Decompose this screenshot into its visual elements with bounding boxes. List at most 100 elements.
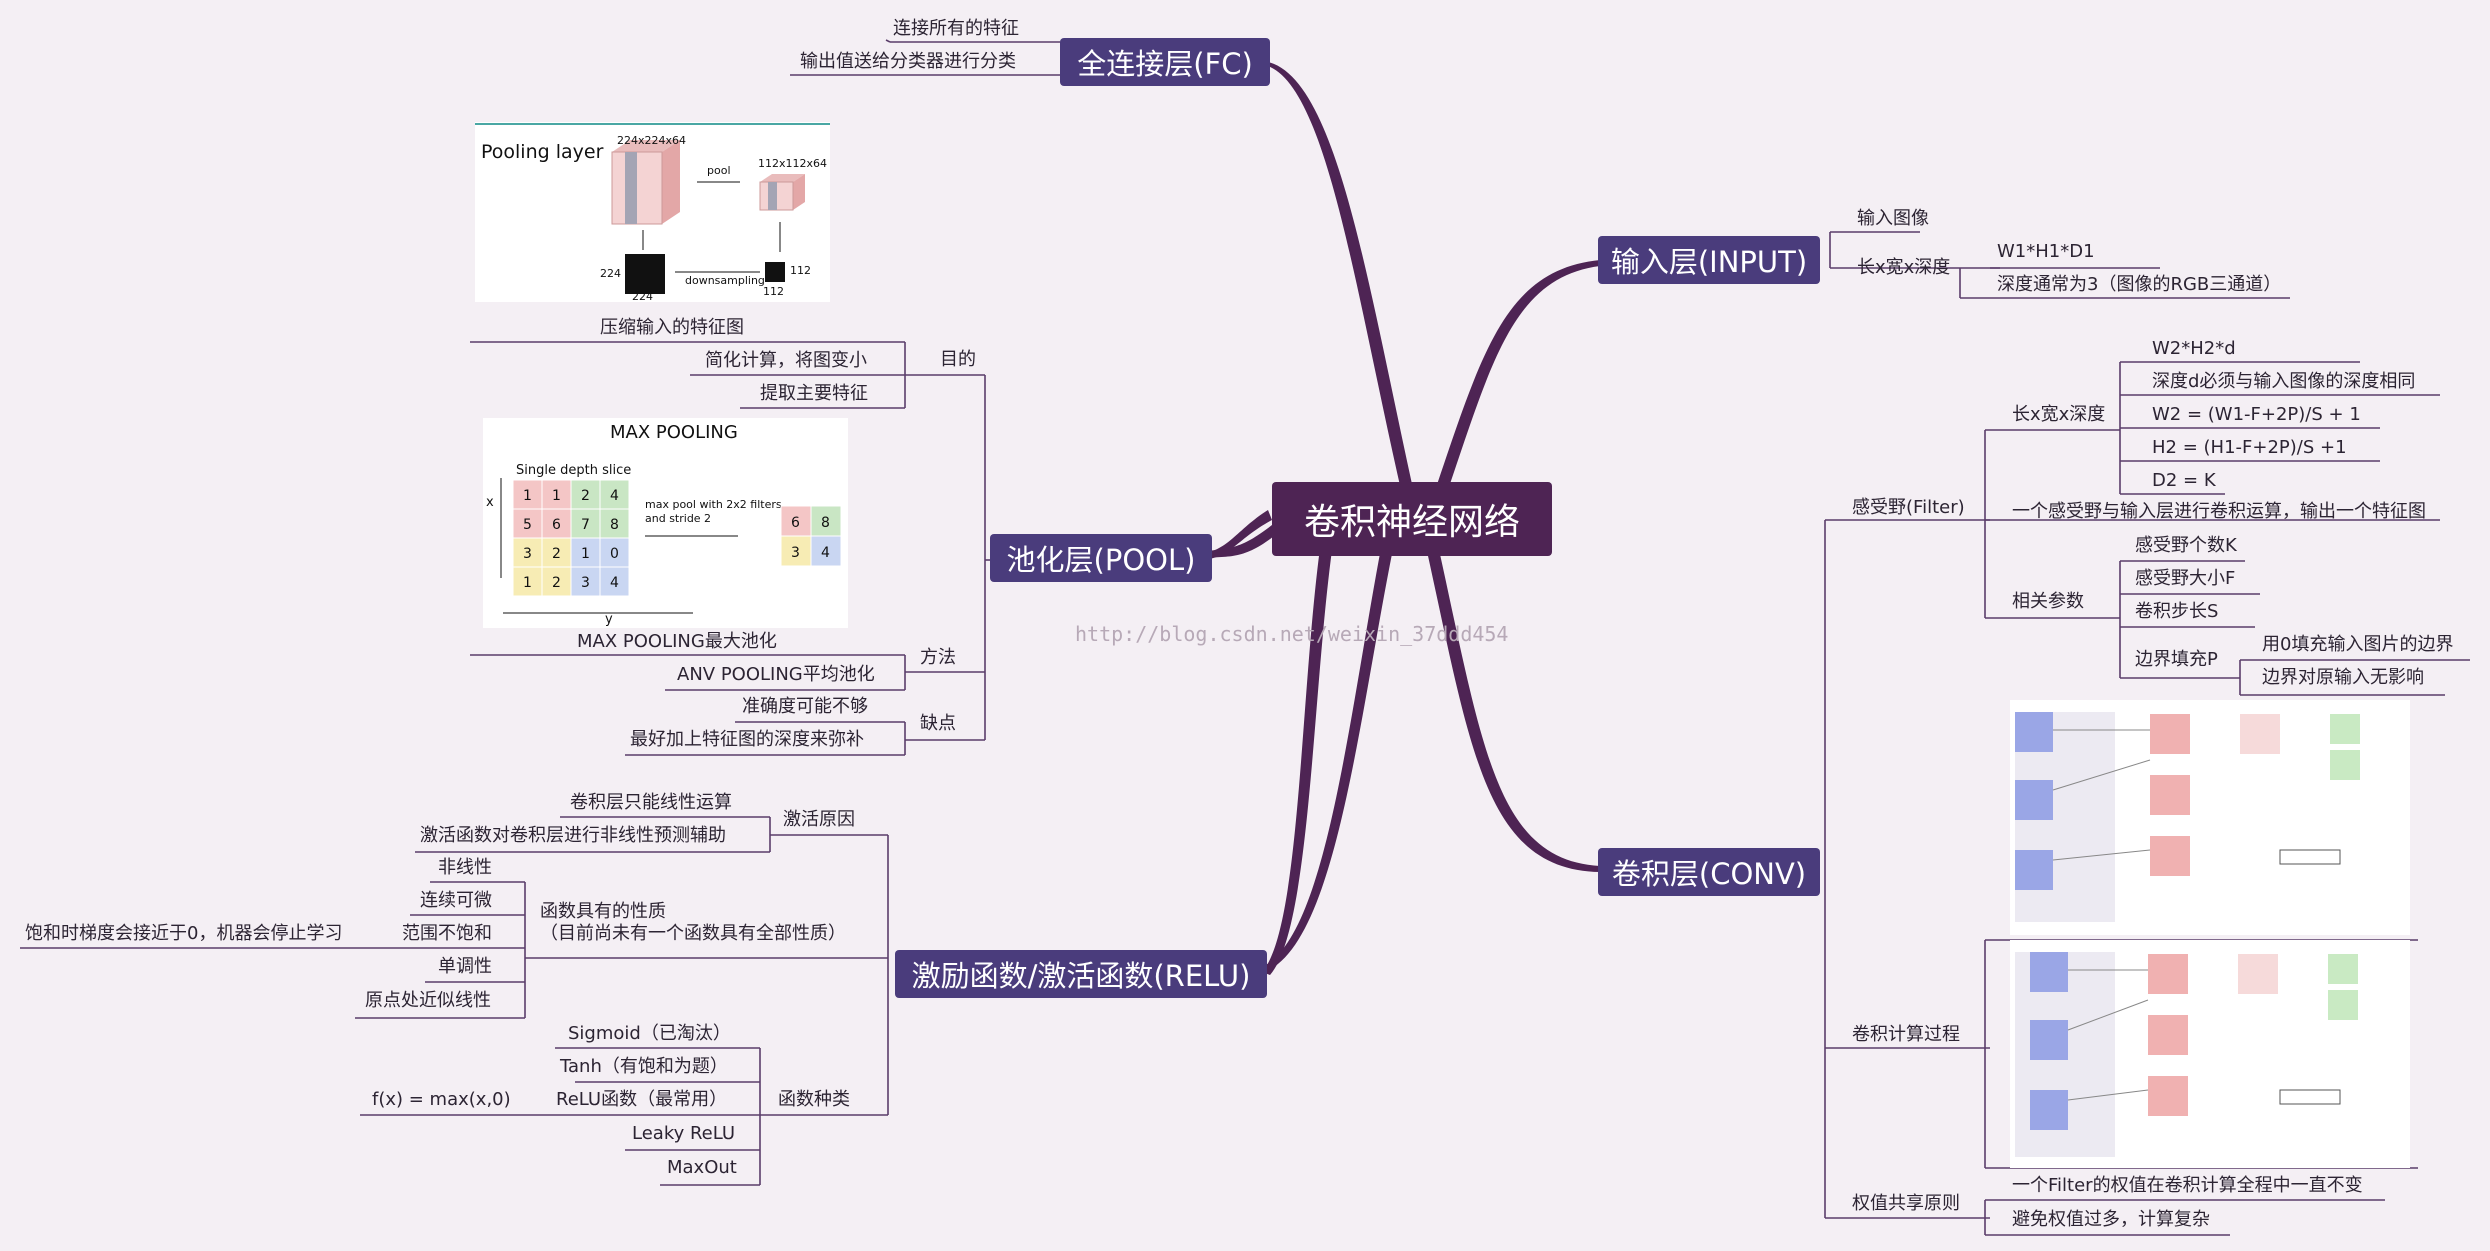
conv-params-item[interactable]: 感受野个数K [2135, 535, 2237, 556]
pooling-layer-graphic: Pooling layer 224x224x64 pool 112x112x64… [475, 123, 830, 303]
input-node[interactable]: 输入层(INPUT) [1598, 236, 1820, 284]
input-dims-item[interactable]: W1*H1*D1 [1997, 241, 2095, 262]
conv-padding-item[interactable]: 用0填充输入图片的边界 [2262, 634, 2454, 655]
grid-cell [541, 479, 572, 510]
grid-value: 3 [523, 546, 532, 562]
grid-value: 3 [581, 575, 590, 591]
grid-value: 2 [552, 546, 561, 562]
grid-value: 1 [523, 488, 532, 504]
conv-sharing-item[interactable]: 避免权值过多，计算复杂 [2012, 1209, 2210, 1230]
grid-value: 1 [552, 488, 561, 504]
conv-dims-item[interactable]: H2 = (H1-F+2P)/S +1 [2152, 437, 2347, 458]
output-cell [780, 535, 812, 567]
grid-value: 7 [581, 517, 590, 533]
pool-method[interactable]: 方法 [920, 647, 956, 668]
grid-value: 4 [610, 488, 619, 504]
conv-params-item[interactable]: 卷积步长S [2135, 601, 2219, 622]
relu-formula[interactable]: f(x) = max(x,0) [372, 1089, 511, 1110]
conv-dims-item[interactable]: W2 = (W1-F+2P)/S + 1 [2152, 404, 2361, 425]
grid-value: 0 [610, 546, 619, 562]
grid-cell [570, 508, 601, 539]
max-pool-title: MAX POOLING [610, 422, 738, 443]
pool-drawback[interactable]: 缺点 [920, 713, 956, 734]
pool-note: and stride 2 [645, 512, 711, 525]
relu-types-item[interactable]: Sigmoid（已淘汰） [568, 1023, 731, 1044]
pool-node[interactable]: 池化层(POOL) [990, 534, 1212, 582]
relu-reason[interactable]: 激活原因 [783, 809, 855, 830]
output-value: 4 [821, 545, 830, 561]
output-cell [810, 505, 842, 537]
relu-props-item[interactable]: 单调性 [438, 956, 492, 977]
fc-node[interactable]: 全连接层(FC) [1060, 38, 1270, 86]
relu-node[interactable]: 激励函数/激活函数(RELU) [895, 950, 1267, 998]
pool-purpose[interactable]: 目的 [940, 349, 976, 370]
grid-cell [570, 479, 601, 510]
conv-node[interactable]: 卷积层(CONV) [1598, 848, 1820, 896]
relu-reason-item[interactable]: 卷积层只能线性运算 [570, 792, 732, 813]
conv-dims[interactable]: 长x宽x深度 [2012, 404, 2106, 425]
grid-cell [599, 566, 630, 597]
relu-types-item[interactable]: ReLU函数（最常用） [556, 1089, 728, 1110]
pool-out-dim: 112x112x64 [758, 157, 827, 170]
conv-params-item[interactable]: 边界填充P [2135, 649, 2218, 670]
grid-cell [512, 508, 543, 539]
relu-props-item[interactable]: 原点处近似线性 [365, 990, 491, 1011]
relu-props-sub[interactable]: （目前尚未有一个函数具有全部性质） [540, 923, 846, 944]
watermark: http://blog.csdn.net/weixin_37ddd454 [1075, 622, 1509, 646]
conv-params-item[interactable]: 感受野大小F [2135, 568, 2236, 589]
relu-types-item[interactable]: Leaky ReLU [632, 1123, 736, 1144]
pool-size-label: 224 [600, 267, 621, 280]
pool-in-dim: 224x224x64 [617, 134, 686, 147]
relu-types[interactable]: 函数种类 [778, 1089, 850, 1110]
output-value: 3 [791, 545, 800, 561]
conv-process[interactable]: 卷积计算过程 [1852, 1024, 1960, 1045]
conv-params[interactable]: 相关参数 [2012, 591, 2084, 612]
pool-purpose-item[interactable]: 简化计算，将图变小 [705, 350, 867, 371]
grid-value: 6 [552, 517, 561, 533]
conv-dims-item[interactable]: 深度d必须与输入图像的深度相同 [2152, 371, 2416, 392]
relu-props[interactable]: 函数具有的性质 [540, 901, 666, 922]
pool-arrow-label: pool [707, 164, 731, 177]
relu-props-item[interactable]: 范围不饱和 [402, 923, 492, 944]
pool-down-label: downsampling [685, 274, 765, 287]
grid-value: 5 [523, 517, 532, 533]
conv-sharing-item[interactable]: 一个Filter的权值在卷积计算全程中一直不变 [2012, 1175, 2363, 1196]
axis-y-label: y [605, 612, 613, 627]
pool-purpose-item[interactable]: 提取主要特征 [760, 383, 868, 404]
input-dims-item[interactable]: 深度通常为3（图像的RGB三通道） [1997, 274, 2282, 295]
relu-props-item[interactable]: 连续可微 [420, 890, 492, 911]
fc-item[interactable]: 连接所有的特征 [893, 18, 1019, 39]
grid-cell [570, 566, 601, 597]
relu-saturate-note[interactable]: 饱和时梯度会接近于0，机器会停止学习 [25, 923, 343, 944]
grid-cell [512, 566, 543, 597]
pool-drawback-item[interactable]: 最好加上特征图的深度来弥补 [630, 729, 864, 750]
conv-sharing[interactable]: 权值共享原则 [1852, 1193, 1960, 1214]
conv-padding-item[interactable]: 边界对原输入无影响 [2262, 667, 2424, 688]
relu-types-item[interactable]: MaxOut [667, 1157, 737, 1178]
input-dims[interactable]: 长x宽x深度 [1857, 257, 1951, 278]
pool-method-item[interactable]: MAX POOLING最大池化 [577, 631, 777, 652]
conv-demo-graphic [2015, 712, 2360, 922]
pooling-title: Pooling layer [481, 141, 604, 163]
conv-filter[interactable]: 感受野(Filter) [1852, 497, 1965, 518]
fc-item[interactable]: 输出值送给分类器进行分类 [800, 51, 1016, 72]
relu-reason-item[interactable]: 激活函数对卷积层进行非线性预测辅助 [420, 825, 726, 846]
conv-filter-note[interactable]: 一个感受野与输入层进行卷积运算，输出一个特征图 [2012, 501, 2426, 522]
center-node[interactable]: 卷积神经网络 [1272, 482, 1552, 556]
grid-value: 4 [610, 575, 619, 591]
conv-dims-item[interactable]: D2 = K [2152, 470, 2216, 491]
pool-purpose-item[interactable]: 压缩输入的特征图 [600, 317, 744, 338]
relu-types-item[interactable]: Tanh（有饱和为题） [560, 1056, 728, 1077]
conv-dims-item[interactable]: W2*H2*d [2152, 338, 2236, 359]
relu-props-item[interactable]: 非线性 [438, 857, 492, 878]
grid-value: 2 [552, 575, 561, 591]
input-image[interactable]: 输入图像 [1857, 208, 1929, 229]
pooling-layer-image: Pooling layer 224x224x64 pool 112x112x64… [475, 122, 830, 303]
pool-drawback-item[interactable]: 准确度可能不够 [742, 696, 868, 717]
axis-x-label: x [486, 495, 494, 510]
grid-value: 8 [610, 517, 619, 533]
pool-method-item[interactable]: ANV POOLING平均池化 [677, 664, 875, 685]
